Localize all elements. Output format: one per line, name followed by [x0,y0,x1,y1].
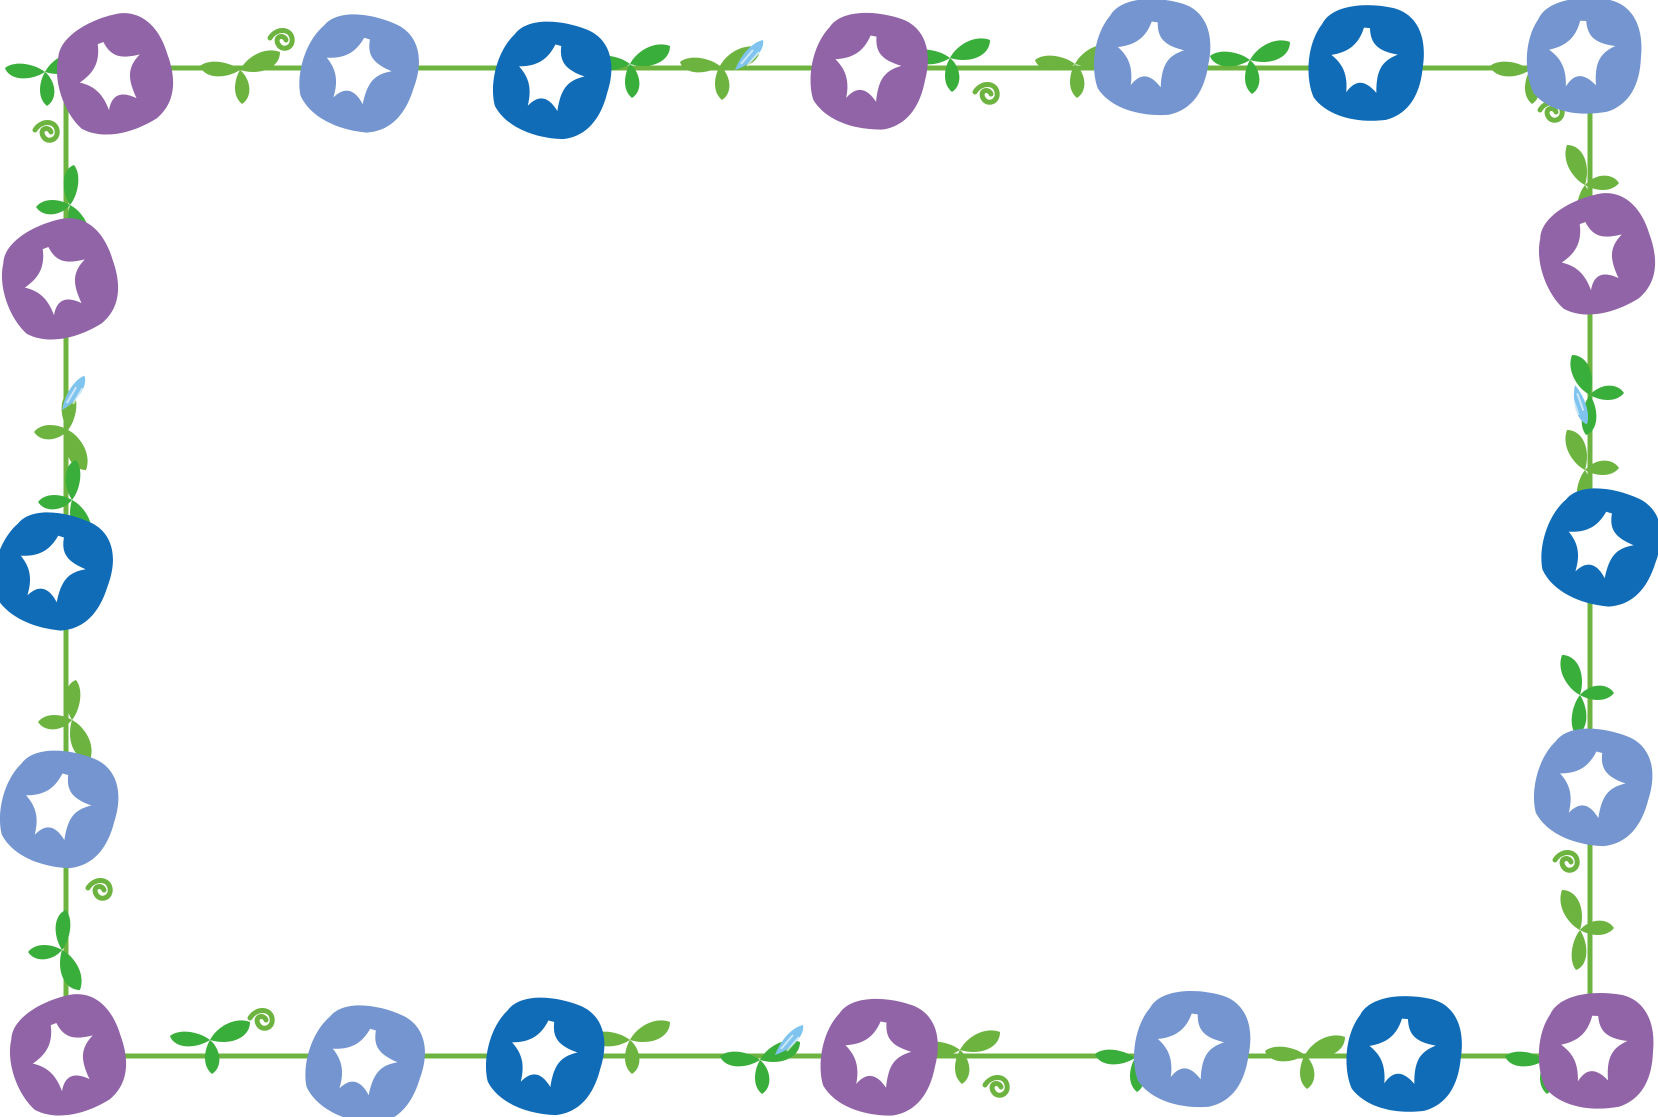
leaf-10 [34,390,88,470]
vine-frame [63,65,1593,1059]
left-column-flower-3 [0,738,129,879]
top-row-flower-6 [1304,0,1428,126]
bottom-row-flower-3 [475,985,615,1117]
tendril-curl-8 [985,1078,1007,1096]
tendril-curl-3 [35,123,57,141]
leaf-24 [1265,1035,1345,1089]
top-row-flower-1 [40,1,188,149]
bottom-row-flower-7 [1536,990,1656,1111]
tendril-curl-7 [250,1011,272,1029]
bottom-row-flower-6 [1342,990,1466,1117]
right-column-flower-3 [1523,716,1658,857]
tendril-curl-4 [88,881,110,899]
right-column-flower-1 [1522,181,1658,329]
leaf-19 [170,1020,250,1074]
top-row-flower-3 [482,9,622,150]
left-column-flower-2 [0,498,125,643]
right-column-flower-2 [1529,474,1658,619]
tendril-curl-6 [1555,853,1577,871]
top-row-flower-7 [1524,0,1644,116]
bottom-row-flower-2 [293,991,437,1117]
tendril-curl-2 [975,85,997,103]
bottom-row-flower-5 [1127,983,1257,1114]
bottom-row-flower-4 [811,988,947,1117]
bottom-row-flower-1 [0,982,141,1117]
top-row-flower-2 [287,0,431,145]
vine-decorations [5,31,1624,1096]
left-column-flower-1 [0,206,133,354]
leaf-2 [200,50,280,104]
tendril-curl-1 [270,31,292,49]
top-row-flower-4 [801,2,937,139]
leaf-18 [1560,890,1614,970]
top-row-flower-5 [1087,0,1217,122]
leaf-13 [28,910,82,990]
leaf-17 [1560,655,1614,735]
